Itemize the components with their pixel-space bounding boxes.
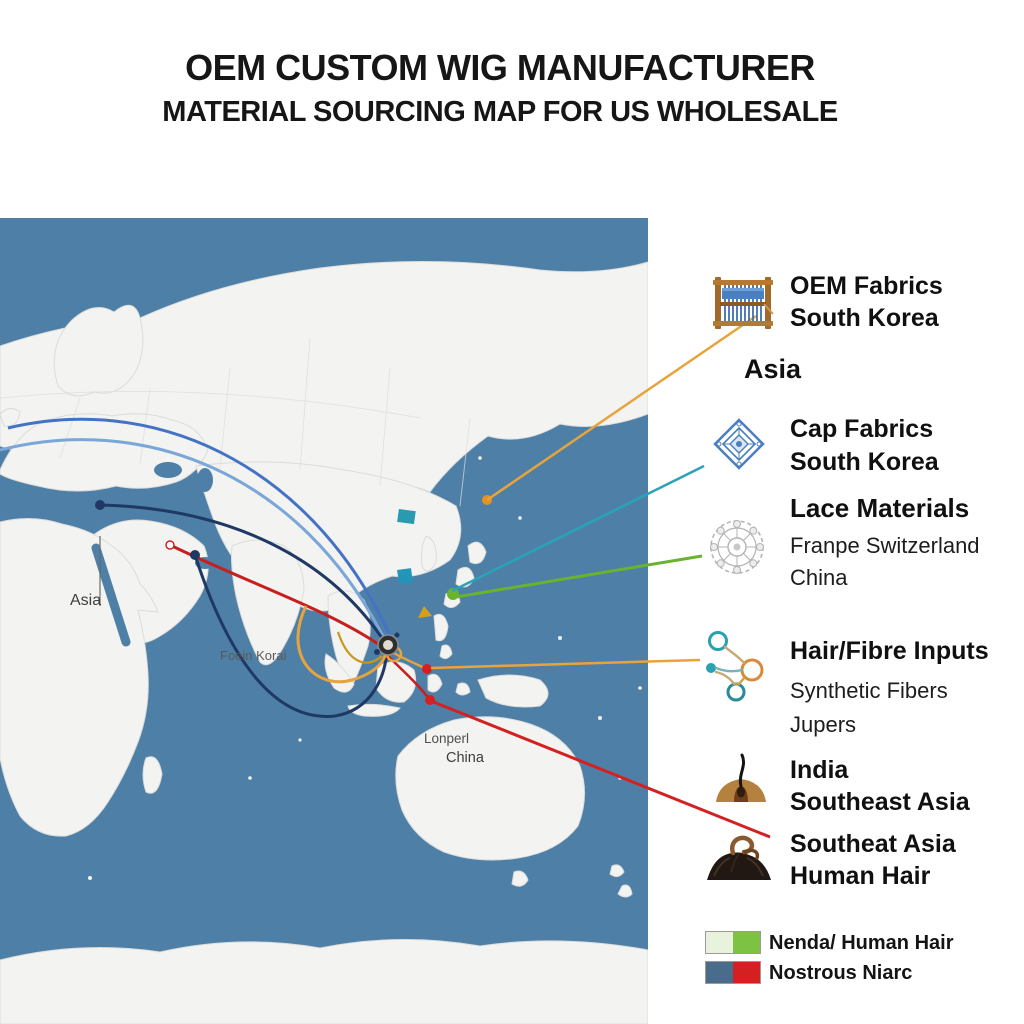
map-label-foein-korai: Foein Korai [220,648,287,663]
legend-southeast-asia-subtitle: Human Hair [790,862,931,890]
page-title: OEM CUSTOM WIG MANUFACTURER [185,47,815,88]
key-label-nostrous: Nostrous Niarc [769,962,913,984]
legend-india-title: India [790,756,849,784]
key-label-human-hair: Nenda/ Human Hair [769,932,954,954]
world-map-canvas [0,218,648,1024]
world-map: Asia Foein Korai Lonperl China [0,218,648,1024]
hair-swatch-icon [705,828,773,882]
legend-oem-fabrics-title: OEM Fabrics [790,272,943,300]
inland-seas [91,462,215,647]
legend-cap-fabrics-title: Cap Fabrics [790,415,934,443]
legend-lace-materials-line1: Franpe Switzerland [790,533,980,558]
legend-oem-fabrics-subtitle: South Korea [790,304,939,332]
legend-southeast-asia-title: Southeat Asia [790,830,956,858]
legend-hair-fibre-line1: Synthetic Fibers [790,678,948,703]
page-subtitle: MATERIAL SOURCING MAP FOR US WHOLESALE [162,95,838,128]
title-block: OEM CUSTOM WIG MANUFACTURER MATERIAL SOU… [0,48,1000,129]
legend-lace-materials-line2: China [790,565,848,590]
legend-hair-fibre-line2: Jupers [790,712,857,737]
legend-cap-fabrics-subtitle: South Korea [790,448,939,476]
legend-india-subtitle: Southeast Asia [790,788,970,816]
map-label-asia: Asia [70,592,102,609]
legend-asia-label: Asia [744,354,802,384]
lace-diamond-icon [713,418,765,470]
fibre-strands-icon [700,628,770,702]
key-swatch-human-hair [705,931,761,954]
hair-follicle-icon [713,752,769,806]
legend-lace-materials-heading: Lace Materials [790,493,970,523]
loom-icon [712,274,774,332]
key-swatch-nostrous [705,961,761,984]
legend-hair-fibre-title: Hair/Fibre Inputs [790,637,989,665]
lace-doily-icon [708,518,766,576]
